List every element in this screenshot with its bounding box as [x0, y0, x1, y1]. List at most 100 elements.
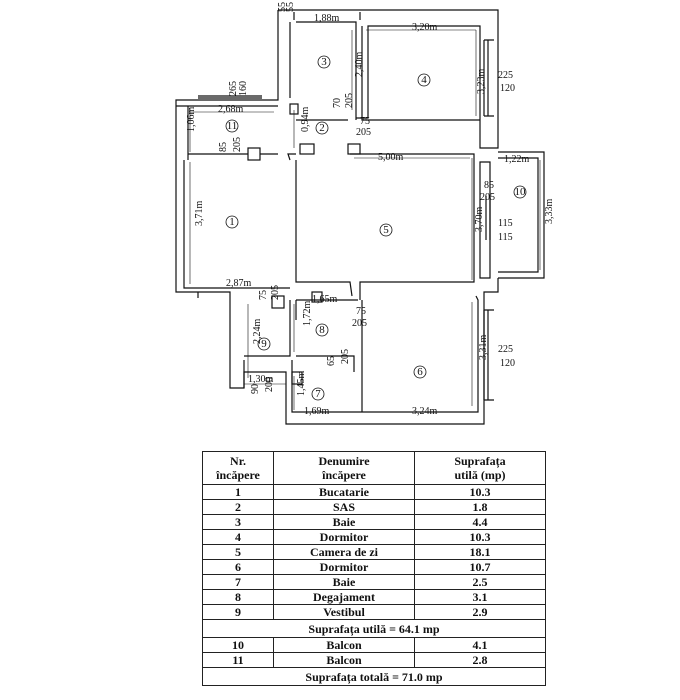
table-cell: Vestibul [273, 604, 415, 620]
room-number-circle [379, 223, 393, 237]
table-cell: SAS [273, 499, 415, 515]
dim-label: 0,94m [300, 107, 311, 133]
room-number-circle [317, 55, 331, 69]
dim-label: 1,65m [312, 294, 338, 305]
table-cell: 6 [202, 559, 274, 575]
dim-label: 2,24m [252, 319, 263, 345]
header-text: utilă (mp) [454, 468, 506, 482]
header-text: Suprafața [454, 454, 506, 468]
dim-label: 205 [340, 349, 351, 364]
table-cell: 10.3 [414, 484, 546, 500]
walls [175, 9, 545, 425]
dim-label: 2,68m [218, 104, 244, 115]
room-number-circle [257, 337, 271, 351]
header-text: încăpere [216, 468, 260, 482]
dim-label: 200 [264, 377, 275, 392]
dim-label: 225 [498, 344, 513, 355]
dim-label: 1,72m [302, 301, 313, 327]
table-cell: 2.9 [414, 604, 546, 620]
table-cell: 4.1 [414, 637, 546, 653]
dim-label: 3,70m [474, 207, 485, 233]
room-number: 11 [227, 120, 238, 132]
table-cell: Balcon [273, 637, 415, 653]
table-cell: Bucatarie [273, 484, 415, 500]
header-text: încăpere [322, 468, 366, 482]
dim-label: 75 [356, 306, 366, 317]
wall-chunk [247, 147, 261, 161]
dim-label: 70 [332, 98, 343, 108]
room-number-circle [225, 119, 239, 133]
room-number: 10 [515, 186, 527, 198]
dim-label: 205 [352, 318, 367, 329]
table-cell: Baie [273, 574, 415, 590]
room-number: 3 [321, 56, 327, 68]
dim-label: 2,40m [354, 52, 365, 78]
dim-label: 115 [498, 218, 513, 229]
useful-area-total: Suprafața utilă = 64.1 mp [202, 619, 546, 638]
dim-label: 1,88m [314, 13, 340, 24]
table-cell: 10 [202, 637, 274, 653]
dim-label: 3,33m [544, 199, 555, 225]
dim-label: 55 [277, 2, 288, 12]
dim-label: 1,45m [296, 371, 307, 397]
room-number: 9 [261, 338, 267, 350]
table-cell: Camera de zi [273, 544, 415, 560]
table-cell: Degajament [273, 589, 415, 605]
dimension-lines [188, 21, 541, 413]
useful-area-total-row: Suprafața utilă = 64.1 mp [202, 619, 546, 638]
windows [198, 12, 494, 401]
dim-label: 85 [218, 142, 229, 152]
table-cell: Baie [273, 514, 415, 530]
dim-label: 120 [500, 83, 515, 94]
room-number: 4 [421, 74, 427, 86]
dim-label: 205 [344, 93, 355, 108]
dim-label: 75 [258, 290, 269, 300]
header-text: Denumire [318, 454, 370, 468]
room-number-circle [315, 323, 329, 337]
table-cell: 9 [202, 604, 274, 620]
wall-chunk [299, 143, 315, 155]
room-number: 6 [417, 366, 423, 378]
wall-chunk [271, 295, 285, 309]
room-number-circle [417, 73, 431, 87]
table-cell: 1.8 [414, 499, 546, 515]
wall-chunk [311, 291, 323, 303]
table-cell: 1 [202, 484, 274, 500]
room-number: 5 [383, 224, 389, 236]
table-cell: 10.7 [414, 559, 546, 575]
table-cell: 7 [202, 574, 274, 590]
dim-label: 65 [326, 356, 337, 366]
header-room-number: Nr.încăpere [202, 451, 274, 485]
room-number: 2 [319, 122, 325, 134]
room-labels [225, 55, 527, 401]
balcony-10-outline [498, 151, 545, 279]
room-number: 1 [229, 216, 235, 228]
dim-label: 205 [232, 137, 243, 152]
dim-label: 120 [500, 358, 515, 369]
room-number-circle [225, 215, 239, 229]
room-number-circle [413, 365, 427, 379]
dim-label: 3,24m [412, 406, 438, 417]
table-cell: 2.5 [414, 574, 546, 590]
dim-label: 205 [270, 285, 281, 300]
table-cell: Dormitor [273, 559, 415, 575]
header-text: Nr. [230, 454, 246, 468]
dim-label: 3,31m [478, 335, 489, 361]
table-cell: 3 [202, 514, 274, 530]
dim-label: 1,06m [186, 107, 197, 133]
room-number: 7 [315, 388, 321, 400]
outer-wall [175, 9, 499, 425]
dimension-line [188, 21, 541, 413]
dim-label: 75 [360, 116, 370, 127]
room-number-circle [315, 121, 329, 135]
room-number: 8 [319, 324, 325, 336]
